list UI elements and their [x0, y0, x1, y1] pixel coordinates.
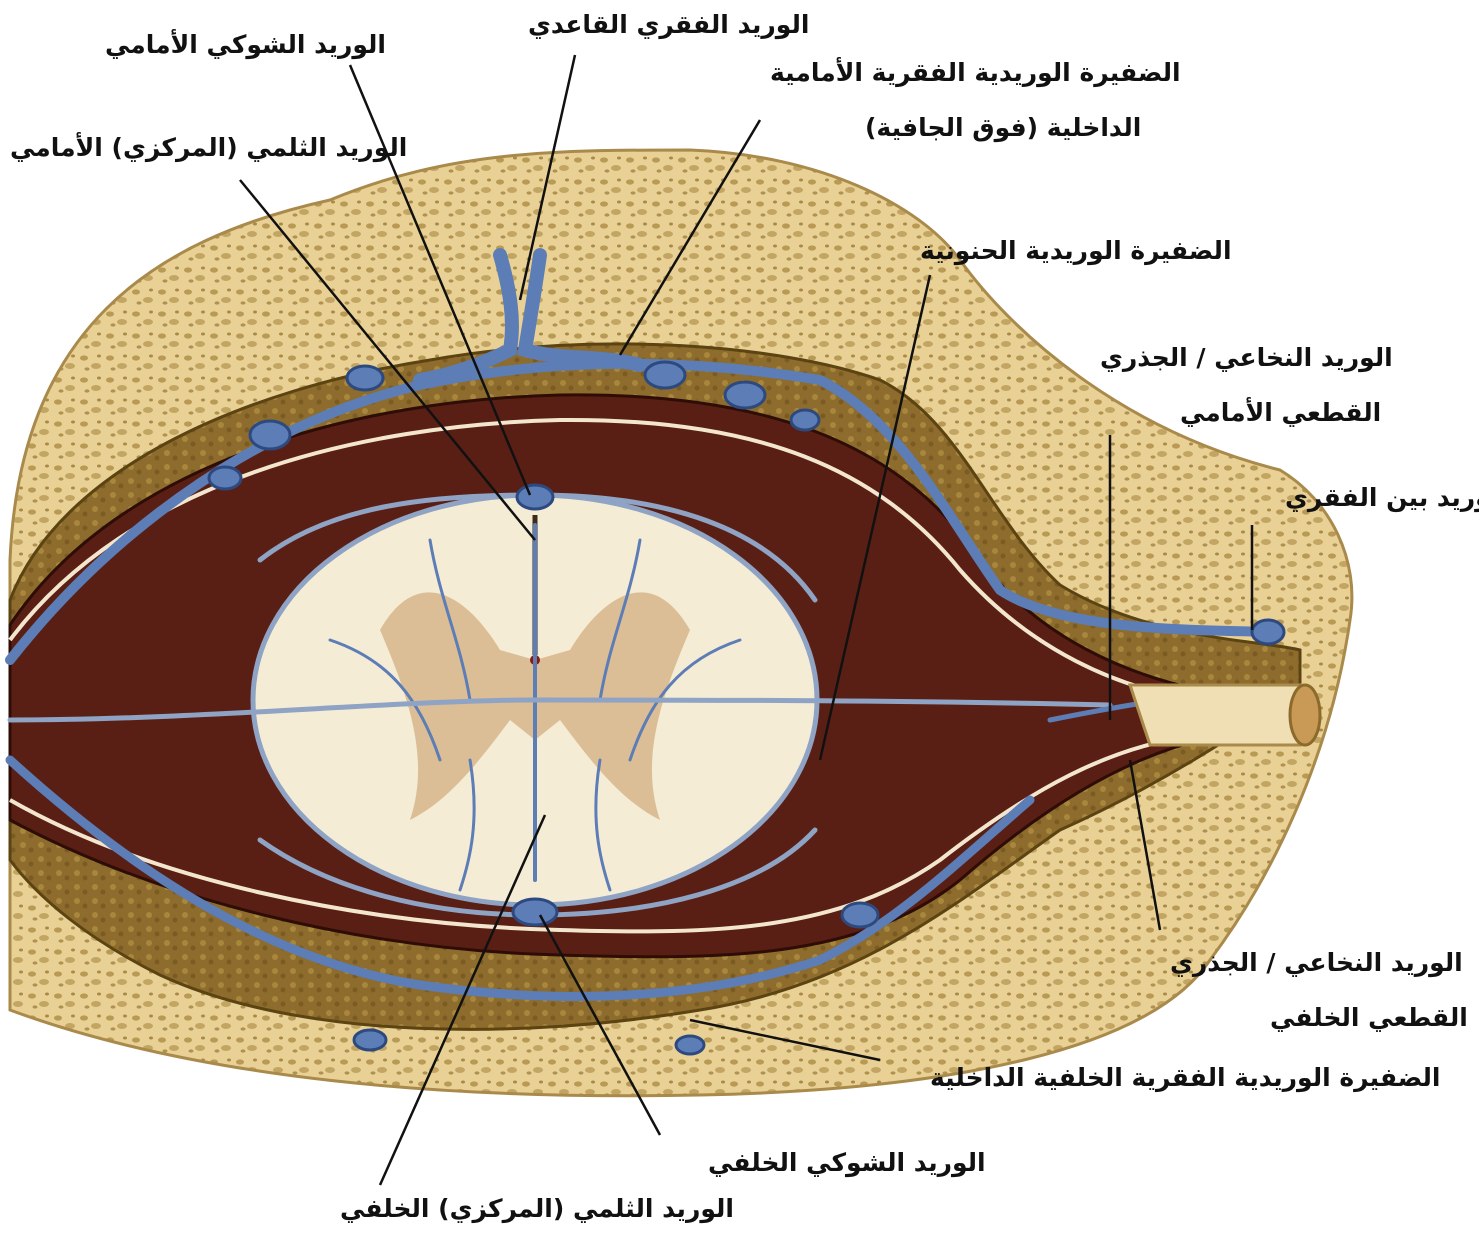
- label-basivertebral-vein: الوريد الفقري القاعدي: [528, 12, 809, 37]
- label-intervertebral-vein: الوريد بين الفقري: [1285, 485, 1479, 510]
- spinal-nerve-root: [1130, 685, 1320, 745]
- label-anterior-internal-plexus-line1: الضفيرة الوريدية الفقرية الأمامية: [770, 60, 1181, 85]
- label-pial-venous-plexus: الضفيرة الوريدية الحنونية: [920, 238, 1232, 263]
- label-anterior-radicular-line2: القطعي الأمامي: [1180, 400, 1381, 425]
- label-posterior-spinal-vein: الوريد الشوكي الخلفي: [708, 1150, 986, 1175]
- label-posterior-radicular-line2: القطعي الخلفي: [1270, 1005, 1468, 1030]
- label-posterior-internal-plexus: الضفيرة الوريدية الفقرية الخلفية الداخلي…: [930, 1065, 1440, 1090]
- label-anterior-spinal-vein: الوريد الشوكي الأمامي: [105, 32, 386, 57]
- label-anterior-internal-plexus-line2: الداخلية (فوق الجافية): [865, 115, 1141, 140]
- label-posterior-central-vein: الوريد الثلمي (المركزي) الخلفي: [340, 1196, 734, 1221]
- label-anterior-central-vein: الوريد الثلمي (المركزي) الأمامي: [10, 135, 407, 160]
- label-posterior-radicular-line1: الوريد النخاعي / الجذري: [1170, 950, 1463, 975]
- label-anterior-radicular-line1: الوريد النخاعي / الجذري: [1100, 345, 1393, 370]
